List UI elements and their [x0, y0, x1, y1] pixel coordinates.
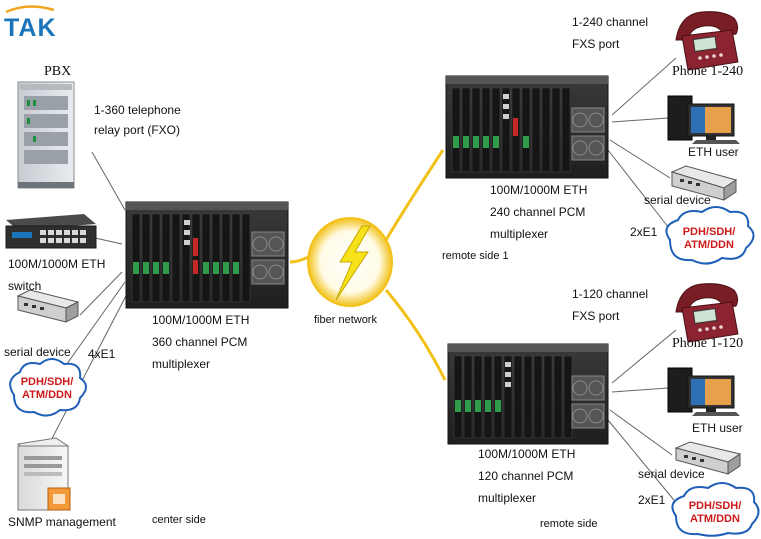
cloud-center-line1: PDH/SDH/	[21, 376, 74, 388]
link-serial1	[609, 139, 671, 179]
remote1-side-label: remote side 1	[442, 250, 509, 262]
switch-label-line2: switch	[8, 279, 42, 293]
remote2-phone-label: Phone 1-120	[672, 336, 744, 351]
snmp-label: SNMP management	[8, 515, 116, 529]
center-e1-label: 4xE1	[88, 347, 116, 361]
serial-device-center	[16, 289, 80, 323]
pdh-cloud-remote2: PDH/SDH/ ATM/DDN	[671, 482, 760, 537]
fiber-to-remote2	[384, 289, 447, 381]
link-eth2	[611, 387, 669, 393]
phone-icon-1	[675, 11, 739, 71]
center-mux-line1: 100M/1000M ETH	[152, 313, 250, 327]
link-phone1	[611, 57, 677, 116]
cloud-remote1-line2: ATM/DDN	[684, 239, 734, 251]
remote2-mux-line3: multiplexer	[478, 491, 537, 505]
fiber-network-label: fiber network	[314, 314, 377, 326]
remote1-mux-line2: 240 channel PCM	[490, 205, 586, 219]
center-serial-label: serial device	[4, 345, 71, 359]
phone-icon-2	[675, 283, 739, 343]
brand-logo: TAK	[4, 14, 57, 42]
switch-label-line1: 100M/1000M ETH	[8, 257, 106, 271]
link-serial2	[609, 409, 673, 456]
remote1-phone-label: Phone 1-240	[672, 64, 744, 79]
link-phone2	[611, 329, 677, 384]
center-fans	[251, 231, 285, 285]
cloud-center-line2: ATM/DDN	[22, 389, 72, 401]
serial-device-1	[670, 165, 738, 201]
remote2-side-label: remote side	[540, 518, 598, 530]
remote1-fxs-line2: FXS port	[572, 37, 620, 51]
cloud-remote2-line1: PDH/SDH/	[689, 500, 742, 512]
remote1-mux-line1: 100M/1000M ETH	[490, 183, 588, 197]
remote2-multiplexer	[447, 343, 609, 445]
remote2-links	[607, 329, 679, 506]
remote2-fxs-line2: FXS port	[572, 309, 620, 323]
fiber-cloud	[307, 217, 393, 307]
center-mux-line2: 360 channel PCM	[152, 335, 248, 349]
link-serial	[79, 271, 123, 316]
remote2-fans	[571, 375, 605, 429]
remote1-fxs-line1: 1-240 channel	[572, 15, 649, 29]
pc-icon-1	[667, 95, 740, 144]
link-switch	[94, 237, 123, 245]
pc-icon-2	[667, 367, 740, 416]
pbx-label: PBX	[44, 64, 72, 79]
remote2-mux-line1: 100M/1000M ETH	[478, 447, 576, 461]
relay-label-line2: relay port (FXO)	[94, 123, 181, 137]
remote2-eth-label: ETH user	[692, 421, 743, 435]
link-cloud2	[607, 419, 679, 506]
cloud-remote1-line1: PDH/SDH/	[683, 226, 736, 238]
link-pbx	[91, 151, 126, 211]
center-multiplexer	[125, 201, 289, 309]
pdh-cloud-remote1: PDH/SDH/ ATM/DDN	[665, 206, 755, 265]
cloud-remote2-line2: ATM/DDN	[690, 513, 740, 525]
remote1-e1-label: 2xE1	[630, 225, 658, 239]
eth-switch	[5, 214, 97, 249]
remote2-fxs-line1: 1-120 channel	[572, 287, 649, 301]
remote1-mux-line3: multiplexer	[490, 227, 549, 241]
remote1-eth-label: ETH user	[688, 145, 739, 159]
center-mux-line3: multiplexer	[152, 357, 211, 371]
center-side-label: center side	[152, 514, 206, 526]
lightning-bolt-icon	[335, 225, 371, 301]
serial-device-2	[674, 441, 742, 475]
link-cloud1	[607, 149, 673, 233]
remote1-links	[607, 57, 677, 233]
relay-label-line1: 1-360 telephone	[94, 103, 181, 117]
pdh-cloud-center: PDH/SDH/ ATM/DDN	[9, 358, 87, 417]
remote1-multiplexer	[445, 75, 609, 179]
remote2-serial-label: serial device	[638, 467, 705, 481]
link-eth1	[611, 117, 669, 123]
snmp-server	[16, 437, 71, 511]
remote2-e1-label: 2xE1	[638, 493, 666, 507]
pbx-cabinet	[17, 81, 75, 189]
remote1-fans	[571, 107, 605, 161]
remote2-mux-line2: 120 channel PCM	[478, 469, 574, 483]
remote1-serial-label: serial device	[644, 193, 711, 207]
link-snmp	[44, 291, 129, 453]
fiber-to-remote1	[384, 149, 445, 241]
logo-swoosh	[5, 5, 55, 14]
